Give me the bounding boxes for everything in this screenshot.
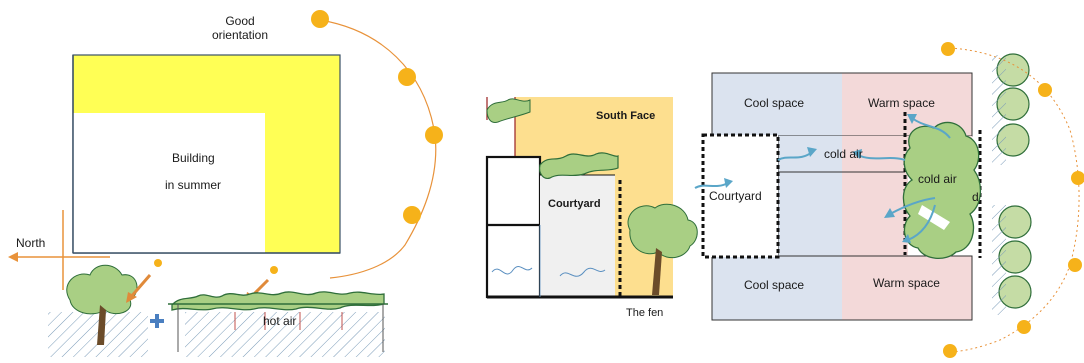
connector-warm-zone (842, 172, 908, 256)
courtyard-label-mid: Courtyard (548, 198, 601, 210)
bottom-warm-zone (842, 256, 972, 320)
courtyard-zone (540, 175, 615, 297)
sun-icon (1017, 320, 1031, 334)
cold-air-label-1: cold air (824, 147, 863, 161)
sun-icon (1068, 258, 1082, 272)
plus-icon (155, 314, 159, 328)
tree-trunk (97, 305, 106, 345)
ground-hatch (992, 205, 1006, 315)
hot-air-label: hot air (263, 314, 297, 328)
cold-air-arrow (889, 197, 936, 215)
cold-air-arrowhead (907, 114, 917, 124)
cold-air-arrowhead (852, 149, 862, 159)
sun-icon (1038, 83, 1052, 97)
cold-air-arrow (907, 204, 936, 241)
bottom-cool-zone (712, 256, 842, 320)
cold-air-arrow (857, 154, 906, 161)
sun-path-right (947, 47, 1080, 353)
air-flow-arrow (491, 265, 533, 275)
cold-air-arrowhead (902, 234, 911, 243)
middle-panel (485, 97, 698, 299)
cold-air-label-2: cold air (918, 172, 957, 186)
sun-icon (154, 259, 162, 267)
cold-air-arrowhead (724, 178, 733, 188)
left-panel (8, 10, 443, 357)
air-flow-arrow (559, 267, 606, 277)
sun-ray-arrow (128, 274, 152, 299)
sun-icon (943, 344, 957, 358)
sun-ray-arrowhead (126, 292, 137, 303)
top-cool-space-label: Cool space (744, 96, 805, 110)
cold-air-arrow (911, 117, 951, 139)
sun-icon (941, 42, 955, 56)
sun-icon (270, 266, 278, 274)
connector-cool-zone (778, 172, 842, 256)
cold-air-arrowhead (884, 208, 895, 218)
top-warm-space-label: Warm space (868, 96, 935, 110)
north-arrow-icon (8, 252, 18, 262)
building-label-line1: Building (172, 151, 215, 165)
sun-icon (425, 126, 443, 144)
bottom-warm-space-label: Warm space (873, 276, 940, 290)
orientation-label-line2: orientation (211, 28, 269, 42)
fence-label: The fen (626, 307, 664, 319)
south-face-label: South Face (596, 110, 656, 122)
vine-icon (539, 152, 619, 179)
sun-icon (398, 68, 416, 86)
courtyard-outline (701, 133, 780, 259)
sun-icon (403, 206, 421, 224)
ground-hatch (185, 312, 385, 357)
vegetation-icon (902, 121, 981, 259)
north-label: North (16, 236, 46, 250)
tree-trunk (652, 248, 662, 295)
pergola-vine (171, 291, 385, 311)
building-label-line2: in summer (165, 178, 222, 192)
top-cool-zone (712, 73, 842, 136)
bottom-block-frame (711, 255, 973, 321)
cold-air-arrowhead (807, 147, 817, 157)
cold-air-arrow (694, 182, 729, 189)
orientation-label-line1: Good (225, 14, 255, 28)
right-panel (694, 42, 1084, 358)
sun-icon (311, 10, 329, 28)
mid-building (485, 155, 542, 299)
sun-icon (1071, 171, 1084, 185)
courtyard-label-right: Courtyard (709, 189, 762, 203)
vegetation-gap (918, 205, 950, 230)
sun-path-left (319, 19, 437, 279)
cold-air-arrow (777, 151, 813, 161)
vine-icon (486, 98, 531, 123)
orientation-label: Good orientation (205, 14, 275, 42)
ground-hatch (992, 55, 1006, 165)
bottom-cool-space-label: Cool space (744, 278, 805, 292)
partial-letter: d (972, 190, 979, 204)
building-interior (73, 113, 265, 253)
tree-icon (627, 203, 698, 259)
